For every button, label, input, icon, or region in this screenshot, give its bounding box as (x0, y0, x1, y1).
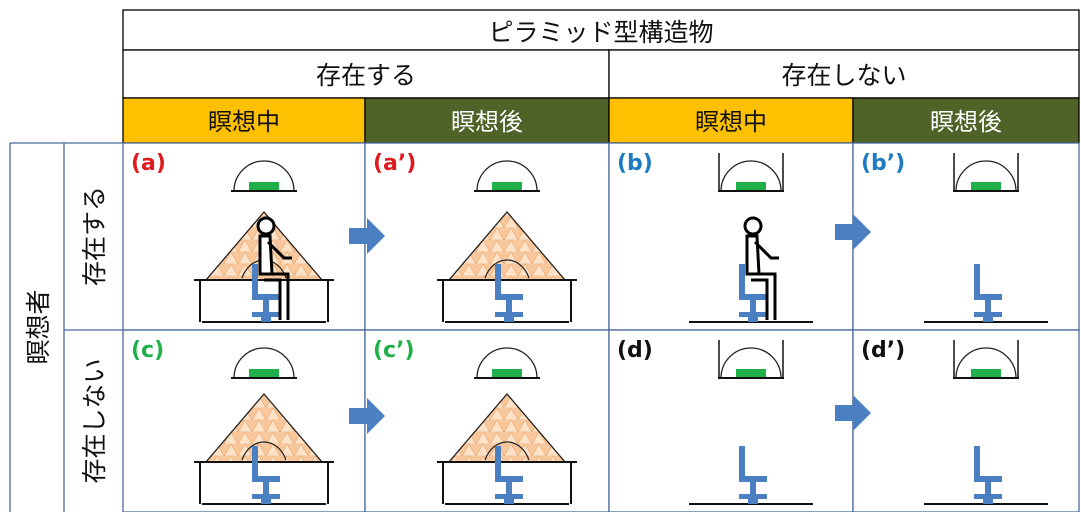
row-label-absent: 存在しない (80, 358, 109, 483)
chair-base (252, 312, 280, 317)
phase-after-label-2: 瞑想後 (930, 108, 1002, 136)
person-head (256, 216, 276, 236)
pyramid-inner-arc (241, 441, 287, 461)
transition-arrow (835, 395, 871, 431)
chair-foot (504, 498, 514, 504)
person-leg-2 (264, 278, 282, 320)
chair-seat (739, 446, 767, 482)
sensor-block (492, 369, 522, 378)
panel-c: (c) (122, 329, 366, 512)
chair-post (506, 482, 512, 496)
chair-post (985, 482, 991, 496)
chair-seat (974, 264, 1002, 300)
person-arm (753, 240, 779, 260)
transition-arrow (835, 214, 871, 250)
chair-post (750, 482, 756, 496)
row-axis-label: 瞑想者 (24, 289, 53, 364)
phase-after-label-1: 瞑想後 (451, 108, 523, 136)
panel-d2: (d’) (852, 329, 1080, 512)
col-group-absent: 存在しない (781, 61, 906, 90)
pyramid-inner-arc (484, 441, 530, 461)
arrow-shape (349, 218, 385, 254)
panel-label: (c) (131, 338, 164, 363)
phase-during-cell-1: 瞑想中 (122, 97, 366, 144)
chair-post (263, 300, 269, 314)
col-group-exists-cell: 存在する (122, 49, 610, 99)
chair-seat (252, 264, 280, 300)
sensor-block (249, 182, 279, 191)
person-torso (258, 234, 274, 276)
sensor-block (971, 182, 1001, 191)
chair-foot (748, 316, 758, 322)
chair-foot (983, 316, 993, 322)
chair-base (495, 494, 523, 499)
header-title-cell: ピラミッド型構造物 (122, 9, 1080, 51)
chair-foot (748, 498, 758, 504)
chair-base (974, 494, 1002, 499)
chair-post (985, 300, 991, 314)
panel-label: (a) (131, 151, 166, 176)
chair-base (739, 312, 767, 317)
person-arm (266, 240, 292, 260)
panel-d: (d) (608, 329, 854, 512)
chair-base (252, 494, 280, 499)
panel-label: (b’) (861, 151, 905, 176)
phase-during-label-1: 瞑想中 (208, 108, 280, 136)
person-head (743, 216, 763, 236)
chair-post (263, 482, 269, 496)
chair-seat (252, 446, 280, 482)
transition-arrow (349, 218, 385, 254)
chair-foot (261, 498, 271, 504)
person-leg (749, 272, 777, 320)
arrow-shape (835, 214, 871, 250)
panel-b: (b) (608, 142, 854, 331)
sensor-block (492, 182, 522, 191)
chair-seat (495, 264, 523, 300)
chair-seat (739, 264, 767, 300)
sensor-block (736, 369, 766, 378)
chair-post (506, 300, 512, 314)
chair-foot (983, 498, 993, 504)
chair-foot (504, 316, 514, 322)
arrow-shape (835, 395, 871, 431)
phase-after-cell-2: 瞑想後 (852, 97, 1080, 144)
transition-arrow (349, 398, 385, 434)
sensor-block (971, 369, 1001, 378)
phase-after-cell-1: 瞑想後 (364, 97, 610, 144)
sensor-block (249, 369, 279, 378)
chair-seat (974, 446, 1002, 482)
panel-a: (a) (122, 142, 366, 331)
arrow-shape (349, 398, 385, 434)
col-group-exists: 存在する (316, 61, 416, 90)
phase-during-label-2: 瞑想中 (695, 108, 767, 136)
panel-label: (b) (617, 151, 653, 176)
chair-base (495, 312, 523, 317)
panel-c2: (c’) (364, 329, 610, 512)
chair-base (974, 312, 1002, 317)
pyramid-inner-arc (484, 259, 530, 279)
chair-post (750, 300, 756, 314)
person-leg (262, 272, 290, 320)
chair-base (739, 494, 767, 499)
chair-seat (495, 446, 523, 482)
sensor-block (736, 182, 766, 191)
panel-b2: (b’) (852, 142, 1080, 331)
person-leg-2 (751, 278, 769, 320)
panel-label: (a’) (373, 151, 416, 176)
chair-foot (261, 316, 271, 322)
panel-label: (d’) (861, 338, 905, 363)
row-label-exists: 存在する (80, 186, 109, 286)
col-group-absent-cell: 存在しない (608, 49, 1080, 99)
panel-label: (c’) (373, 338, 415, 363)
header-title: ピラミッド型構造物 (488, 18, 713, 47)
phase-during-cell-2: 瞑想中 (608, 97, 854, 144)
person-torso (745, 234, 761, 276)
panel-a2: (a’) (364, 142, 610, 331)
panel-label: (d) (617, 338, 653, 363)
